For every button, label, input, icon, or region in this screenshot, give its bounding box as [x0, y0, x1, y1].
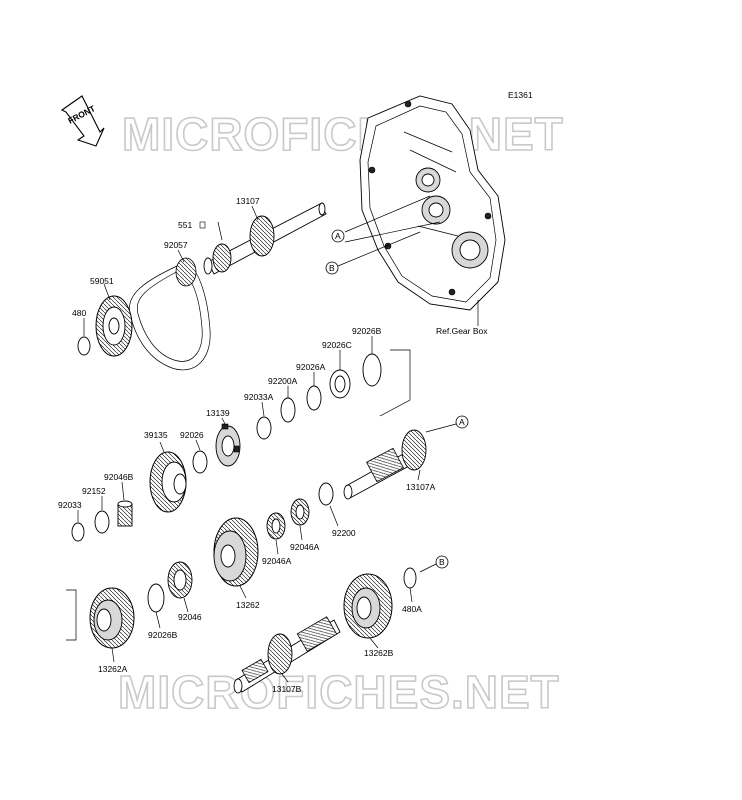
label-13107B: 13107B	[272, 684, 302, 694]
marker-b-housing: B	[325, 231, 421, 275]
part-labels: 551 13107 92057 59051 480 92026B 92026C …	[58, 196, 436, 694]
marker-a-shaft: A	[425, 415, 469, 433]
label-92026A: 92026A	[296, 362, 326, 372]
part-92152-collar	[94, 510, 110, 534]
label-92152: 92152	[82, 486, 106, 496]
part-39135-gear	[149, 451, 187, 513]
part-92046-bearing	[167, 561, 193, 599]
marker-a-housing: A	[331, 229, 345, 243]
part-92033-circlip	[71, 522, 85, 542]
marker-b-shaft: B	[419, 555, 449, 573]
diagram-code: E1361	[508, 90, 533, 100]
part-13262-gear	[213, 517, 259, 587]
label-92046A-2: 92046A	[262, 556, 292, 566]
part-59051-sprocket	[95, 295, 133, 357]
leader-lines	[77, 205, 421, 683]
part-92046A-bearing-1	[290, 498, 310, 526]
kit-box-icon	[199, 221, 206, 229]
label-92200A: 92200A	[268, 376, 298, 386]
label-92057: 92057	[164, 240, 188, 250]
part-92026B-ring-top	[362, 353, 382, 387]
svg-text:B: B	[439, 557, 445, 567]
part-92200A-washer	[280, 397, 296, 423]
label-92026C: 92026C	[322, 340, 352, 350]
part-13107B-shaft	[233, 616, 341, 694]
label-92026: 92026	[180, 430, 204, 440]
front-arrow-icon: FRONT	[60, 95, 105, 147]
label-13107A: 13107A	[406, 482, 436, 492]
label-13262A: 13262A	[98, 664, 128, 674]
label-92033A: 92033A	[244, 392, 274, 402]
part-480A-circlip	[403, 567, 417, 589]
part-480-circlip	[77, 336, 91, 356]
part-13107A-shaft	[343, 429, 427, 500]
part-92026C-plate	[329, 369, 351, 399]
label-92046A-1: 92046A	[290, 542, 320, 552]
label-551: 551	[178, 220, 192, 230]
label-92026B-top: 92026B	[352, 326, 382, 336]
part-92046A-bearing-2	[266, 512, 286, 540]
label-92046: 92046	[178, 612, 202, 622]
label-13107: 13107	[236, 196, 260, 206]
part-13262A-gear	[89, 587, 135, 649]
label-92046B: 92046B	[104, 472, 134, 482]
label-480: 480	[72, 308, 86, 318]
part-92046B-bearing	[117, 500, 133, 527]
ref-gear-box-label: Ref.Gear Box	[436, 326, 488, 336]
label-13262B: 13262B	[364, 648, 394, 658]
part-13107-shaft	[203, 202, 327, 275]
part-92026A-ring	[306, 385, 322, 411]
label-92033: 92033	[58, 500, 82, 510]
part-92026B-ring-bottom	[147, 583, 165, 613]
part-92200-washer	[318, 482, 334, 506]
label-59051: 59051	[90, 276, 114, 286]
part-13262B-gear	[343, 573, 393, 639]
label-13139: 13139	[206, 408, 230, 418]
label-480A: 480A	[402, 604, 422, 614]
watermark-top: MICROFICHES.NET	[122, 108, 564, 160]
watermark-bottom: MICROFICHES.NET	[118, 666, 560, 718]
part-92026-ring	[192, 450, 208, 474]
svg-text:A: A	[335, 231, 341, 241]
svg-text:A: A	[459, 417, 465, 427]
label-92026B-bottom: 92026B	[148, 630, 178, 640]
label-39135: 39135	[144, 430, 168, 440]
svg-text:B: B	[329, 263, 335, 273]
part-92057-chain	[129, 261, 211, 371]
part-92033A-circlip	[256, 416, 272, 440]
part-13139-shifter	[215, 423, 241, 467]
label-92200: 92200	[332, 528, 356, 538]
gear-box-housing	[359, 95, 506, 311]
label-13262: 13262	[236, 600, 260, 610]
